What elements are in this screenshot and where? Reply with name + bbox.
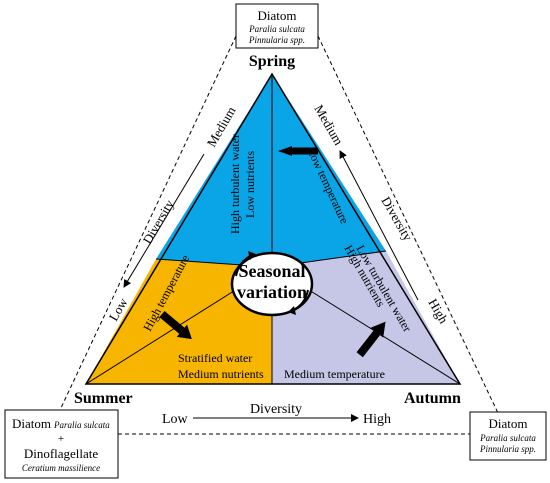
left-box-title: Diatom	[12, 416, 51, 431]
right-box-species2: Pinnularia spp.	[479, 444, 536, 454]
autumn-temp-text: Medium temperature	[284, 367, 385, 381]
left-box-title2: Dinoflagellate	[24, 446, 99, 461]
diversity-bottom-low: Low	[162, 412, 189, 427]
center-ellipse	[230, 251, 314, 317]
autumn-region	[272, 251, 460, 384]
spring-left-text-2: Low nutrients	[243, 151, 257, 218]
spring-region	[156, 74, 386, 267]
season-summer: Summer	[74, 390, 133, 407]
season-autumn: Autumn	[404, 390, 461, 407]
left-box-plus: +	[58, 433, 64, 445]
diversity-right-medium: Medium	[311, 102, 346, 148]
main-triangle	[84, 72, 462, 385]
diversity-right-arrow	[339, 150, 419, 301]
left-box-species1: Paralia sulcata	[53, 420, 110, 430]
center-line2: variation	[237, 282, 307, 302]
summer-text-2: Medium nutrients	[178, 367, 264, 381]
block-arrow-summer-icon	[159, 311, 192, 340]
center-line1: Seasonal	[238, 261, 305, 281]
top-box-title: Diatom	[258, 8, 297, 23]
diversity-bottom-high: High	[363, 412, 391, 427]
dashed-outer-triangle	[59, 35, 499, 435]
block-arrow-spring-icon	[278, 146, 318, 156]
block-arrow-autumn-icon	[356, 321, 386, 358]
left-box-species2: Ceratium massilience	[22, 463, 100, 473]
right-box-title: Diatom	[489, 416, 528, 431]
diversity-right-high: High	[425, 296, 451, 326]
spring-left-text-1: High turbulent water	[228, 134, 242, 234]
season-spring: Spring	[249, 53, 295, 70]
left-species-box: Diatom Paralia sulcata + Dinoflagellate …	[4, 409, 119, 479]
summer-text-1: Stratified water	[178, 351, 252, 365]
top-box-species2: Pinnularia spp.	[248, 35, 305, 45]
top-box-species1: Paralia sulcata	[248, 24, 305, 34]
summer-region	[86, 259, 272, 384]
diversity-left-arrow	[123, 153, 205, 288]
top-species-box: Diatom Paralia sulcata Pinnularia spp.	[235, 3, 319, 49]
diversity-bottom-label: Diversity	[250, 402, 302, 417]
right-box-species1: Paralia sulcata	[479, 433, 536, 443]
right-species-box: Diatom Paralia sulcata Pinnularia spp.	[469, 411, 547, 461]
